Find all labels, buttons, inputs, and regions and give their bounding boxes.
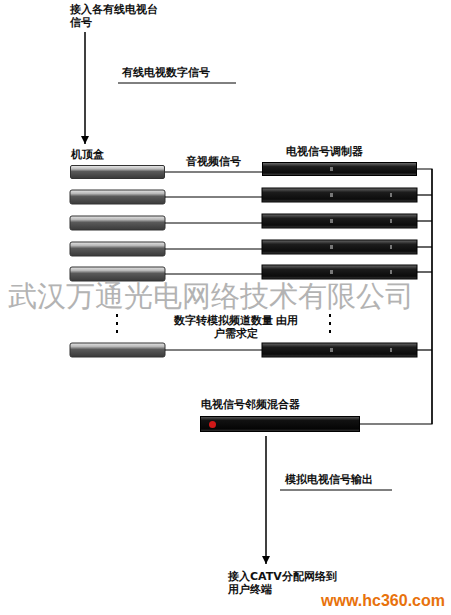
watermark: 武汉万通光电网络技术有限公司 — [8, 281, 414, 312]
underline — [118, 83, 236, 84]
set-top-box: 机顶盒 — [70, 165, 165, 179]
output-arrow — [265, 436, 267, 564]
device-heading: 电视信号调制器 — [286, 145, 363, 158]
source-note: 接入各有线电视台信号 — [70, 3, 162, 29]
device-heading: 电视信号邻频混合器 — [201, 398, 300, 411]
channel-combiner: 电视信号邻频混合器 — [200, 416, 360, 432]
note: 数字转模拟频道数量 由用户需求定 — [172, 314, 300, 340]
device-heading: 机顶盒 — [71, 148, 104, 161]
input-arrow — [84, 32, 86, 144]
signal-connector — [165, 171, 262, 172]
modulators — [262, 188, 417, 357]
underline — [280, 490, 392, 491]
tv-modulator: 电视信号调制器 — [262, 162, 417, 176]
set-top-boxes — [70, 190, 165, 357]
connector-label: 音视频信号 — [185, 155, 242, 168]
signal-name: 有线电视数字信号 — [122, 66, 210, 79]
panel-detail — [330, 167, 333, 171]
brand-logo — [209, 421, 216, 428]
combiner-bus — [417, 169, 432, 424]
signal-name: 模拟电视信号输出 — [285, 473, 373, 486]
watermark: www.hc360.com — [321, 591, 445, 610]
